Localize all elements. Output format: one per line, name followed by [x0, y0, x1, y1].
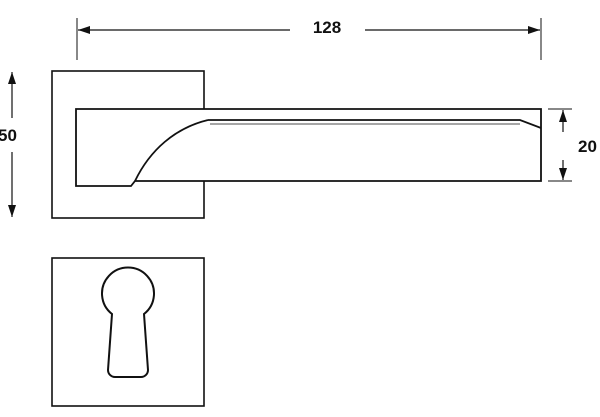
lever-top-edge	[208, 119, 542, 129]
lever-height-label: 20	[578, 137, 597, 156]
length-label: 128	[313, 18, 341, 37]
rose-height-dimension: 50	[0, 72, 17, 217]
length-dimension: 128	[76, 18, 542, 60]
lever-height-dimension: 20	[548, 108, 597, 182]
euro-profile-keyhole	[101, 266, 155, 378]
lever-sweep-curve	[134, 119, 209, 182]
escutcheon-plate	[51, 257, 205, 407]
lever-handle	[75, 108, 542, 187]
rose-height-label: 50	[0, 126, 17, 145]
